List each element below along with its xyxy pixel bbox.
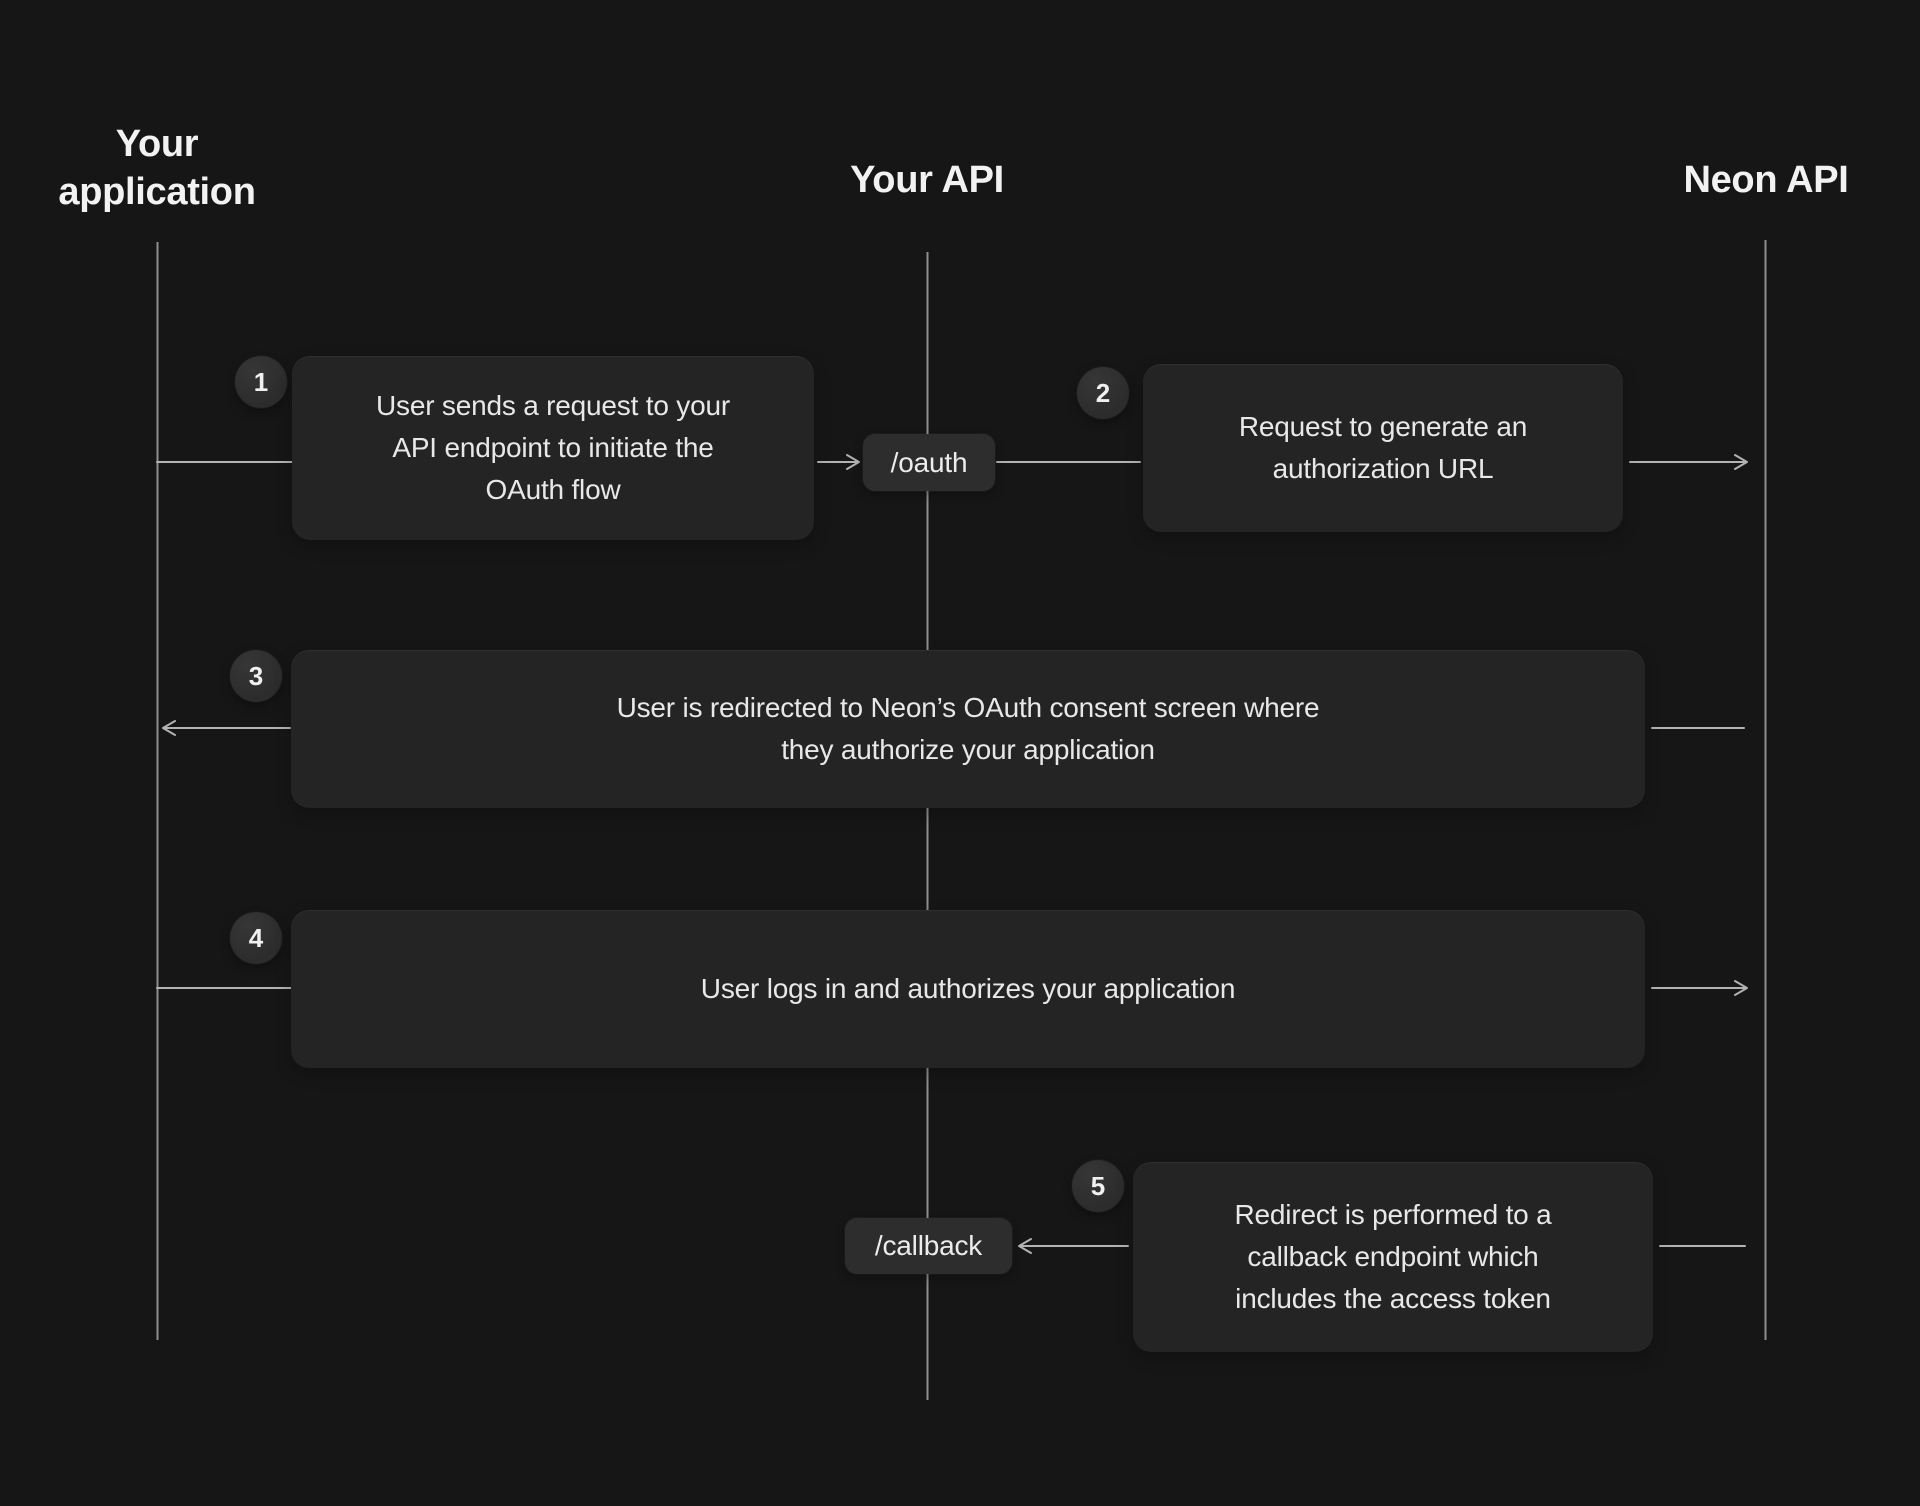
step-2-text: Request to generate an authorization URL	[1238, 411, 1528, 484]
step-1-badge: 1	[235, 356, 287, 408]
step-1-box: User sends a request to your API endpoin…	[292, 356, 814, 540]
actor-label-your-api: Your API	[850, 159, 1004, 201]
endpoint-pill-oauth: /oauth	[863, 434, 995, 491]
step-5-text: Redirect is performed to a callback endp…	[1234, 1199, 1552, 1314]
step-4-badge: 4	[230, 912, 282, 964]
step-5-box: Redirect is performed to a callback endp…	[1133, 1162, 1653, 1352]
step-3-box: User is redirected to Neon’s OAuth conse…	[291, 650, 1645, 808]
step-3-text: User is redirected to Neon’s OAuth conse…	[616, 692, 1320, 765]
step-2-box: Request to generate an authorization URL	[1143, 364, 1623, 532]
arrow-step2-to-neon	[1629, 454, 1748, 470]
actor-label-neon-api: Neon API	[1683, 159, 1849, 201]
arrow-step5-to-callback	[1018, 1238, 1129, 1254]
arrow-step1-to-oauth	[817, 454, 860, 470]
arrow-step3-to-application	[162, 720, 291, 736]
actor-label-your-application: Your application	[58, 123, 256, 213]
step-3-badge: 3	[230, 650, 282, 702]
step-4-box: User logs in and authorizes your applica…	[291, 910, 1645, 1068]
step-5-badge: 5	[1072, 1160, 1124, 1212]
step-4-text: User logs in and authorizes your applica…	[700, 973, 1236, 1004]
step-2-badge: 2	[1077, 367, 1129, 419]
endpoint-pill-callback: /callback	[845, 1218, 1012, 1274]
arrow-step4-to-neon	[1651, 980, 1748, 996]
step-1-text: User sends a request to your API endpoin…	[376, 390, 730, 505]
